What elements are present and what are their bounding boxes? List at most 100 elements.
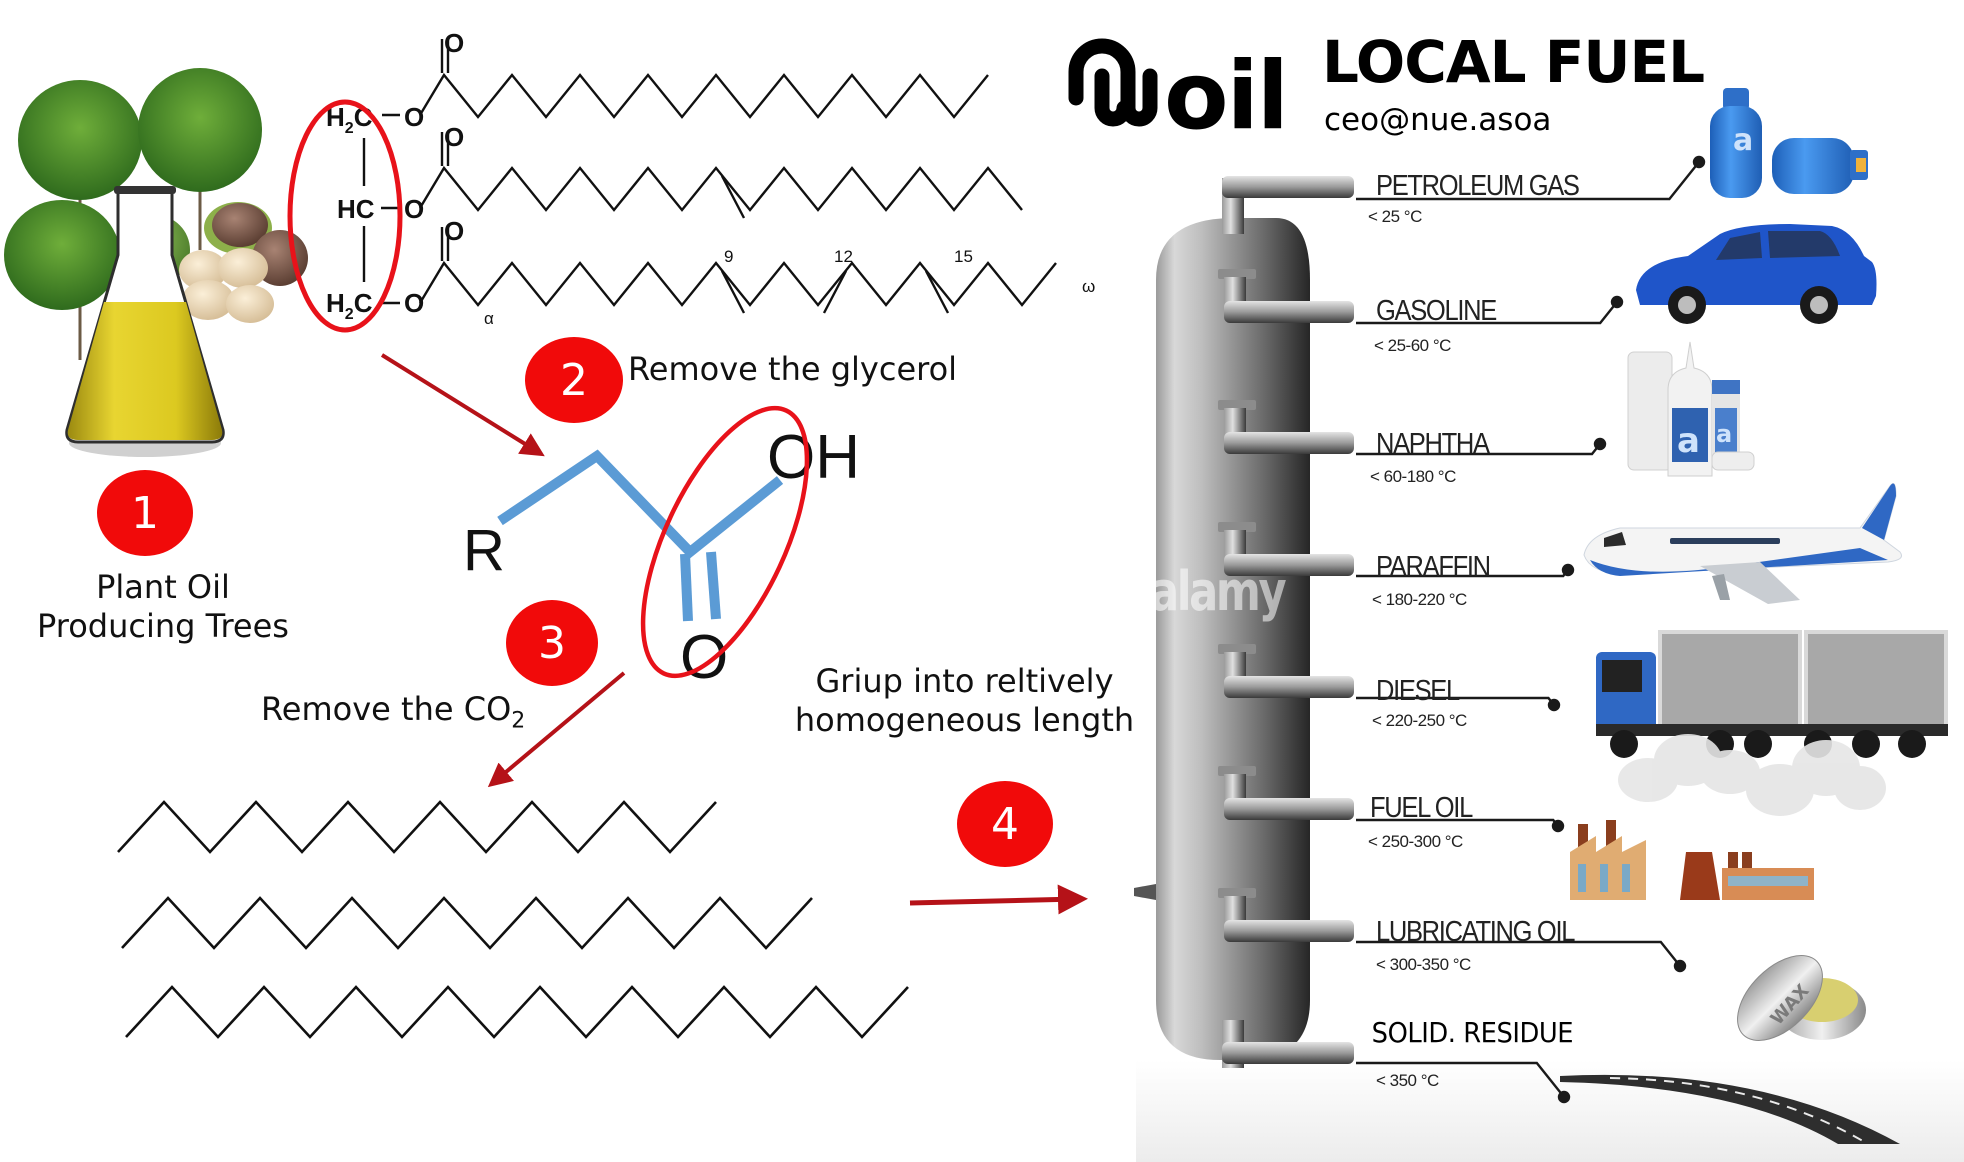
smoke-clouds	[1618, 734, 1886, 816]
step-3-label-text: Remove the CO	[261, 690, 512, 728]
leader-dot	[1593, 437, 1607, 451]
fraction-name-gasoline: GASOLINE	[1376, 295, 1497, 327]
step-3-label-subscript: 2	[511, 708, 526, 734]
step-4-badge: 4	[957, 781, 1053, 867]
subscript-2: 2	[345, 306, 354, 323]
leader-dot	[1557, 1090, 1571, 1104]
leader-dot	[1673, 959, 1687, 973]
hydrocarbon-chains	[117, 800, 909, 1039]
h-label: H	[326, 288, 345, 318]
tree-icon	[138, 68, 262, 250]
gas-cylinder-icon: a	[1710, 88, 1868, 198]
double-bond	[822, 270, 848, 314]
arrow-step4-to-column	[909, 884, 1088, 915]
fraction-temp-diesel: < 220-250 °C	[1372, 711, 1467, 730]
step-2-number: 2	[560, 354, 588, 406]
cylinder-letter: a	[1733, 123, 1753, 158]
column-pipes	[1218, 176, 1354, 1068]
step-2-badge: 2	[525, 337, 623, 423]
fatty-acid-chains	[418, 39, 1057, 314]
pipe-horizontal	[1224, 554, 1354, 576]
ester-oxygen-3: O	[404, 288, 424, 318]
truck-icon	[1596, 630, 1948, 758]
pipe-horizontal	[1224, 301, 1354, 323]
step-1-badge: 1	[97, 470, 193, 556]
pipe-horizontal	[1222, 1042, 1354, 1064]
feed-inlet	[1134, 884, 1156, 900]
double-bond	[924, 270, 950, 314]
double-bond-position-12: 12	[834, 247, 853, 266]
double-bond	[720, 175, 746, 219]
pipe-cap	[1218, 400, 1256, 410]
car-icon	[1636, 224, 1877, 324]
arrow-step3-to-chains	[487, 671, 626, 788]
acyl-chain-3	[418, 260, 1057, 307]
pipe-horizontal	[1224, 676, 1354, 698]
backbone-h2c-bottom: H2C	[326, 288, 373, 323]
acyl-chain-1	[418, 72, 989, 119]
hydrocarbon-chain-1	[117, 800, 717, 854]
fraction-temp-solid-residue: < 350 °C	[1376, 1071, 1439, 1090]
bottle-letter: a	[1716, 420, 1732, 448]
double-bond-position-15: 15	[954, 247, 973, 266]
step-3-badge: 3	[506, 600, 598, 686]
airplane-icon	[1583, 483, 1902, 604]
triglyceride-structure: H2C HC H2C O O O O O O 9 12 15 α ω	[287, 28, 1095, 333]
leader-dot	[1610, 295, 1624, 309]
tree-icon	[4, 80, 142, 360]
pipe-horizontal	[1222, 176, 1354, 198]
ester-oxygen-2: O	[404, 194, 424, 224]
step-1-label: Plant Oil Producing Trees	[28, 568, 298, 646]
fraction-name-paraffin: PARAFFIN	[1376, 551, 1491, 583]
factory-icon	[1570, 734, 1886, 900]
fraction-temp-petroleum-gas: < 25 °C	[1368, 207, 1422, 226]
logo-text: oil	[1164, 42, 1287, 151]
step-4-number: 4	[991, 798, 1019, 850]
fatty-acid-bonds	[497, 449, 784, 622]
ester-oxygen-1: O	[404, 102, 424, 132]
fraction-name-naphtha: NAPHTHA	[1376, 428, 1490, 460]
double-bond	[720, 270, 746, 314]
watermark: alamy	[1150, 560, 1287, 623]
leader-line	[1356, 940, 1681, 967]
acyl-chain-2	[418, 165, 1023, 212]
subscript-2: 2	[345, 120, 354, 137]
step-4-label: Griup into reltively homogeneous length	[782, 662, 1147, 740]
step-3-number: 3	[538, 617, 566, 669]
leader-dot	[1547, 698, 1561, 712]
logo-mark-icon	[1068, 38, 1158, 127]
carbonyl-oxygen-label: O	[680, 623, 728, 692]
fraction-name-solid-residue: SOLID. RESIDUE	[1368, 1016, 1577, 1049]
hydrocarbon-chain-3	[125, 985, 909, 1039]
fraction-temp-fuel-oil: < 250-300 °C	[1368, 832, 1463, 851]
alpha-label: α	[484, 309, 494, 328]
step-1-label-line1: Plant Oil	[96, 568, 230, 606]
h-label: H	[326, 102, 345, 132]
arrow-step1-to-step2	[380, 353, 545, 457]
step-1-label-line2: Producing Trees	[37, 607, 289, 646]
fraction-name-fuel-oil: FUEL OIL	[1370, 792, 1473, 824]
fraction-name-diesel: DIESEL	[1376, 675, 1460, 707]
leader-dot	[1551, 819, 1565, 833]
leader-dot	[1692, 155, 1706, 169]
carboxyl-highlight-ellipse	[640, 405, 810, 679]
step-3-label: Remove the CO2	[261, 690, 525, 735]
airplane-windows	[1670, 538, 1780, 544]
brand-title: LOCAL FUEL	[1322, 28, 1705, 96]
contact-email[interactable]: ceo@nue.asoa	[1324, 102, 1552, 138]
pipe-cap	[1218, 888, 1256, 898]
hydrocarbon-chain-2	[121, 896, 813, 950]
leader-dot	[1561, 563, 1575, 577]
step-4-label-line1: Griup into reltively	[815, 662, 1114, 700]
leader-line	[1356, 1061, 1565, 1098]
chemical-bottles-icon: a a	[1627, 341, 1755, 477]
leader-line	[1356, 301, 1618, 325]
pipe-horizontal	[1224, 920, 1354, 942]
hydroxyl-label: OH	[767, 423, 860, 492]
column-body	[1156, 218, 1310, 1060]
backbone-bonds	[362, 113, 400, 305]
step-2-label: Remove the glycerol	[628, 350, 958, 388]
